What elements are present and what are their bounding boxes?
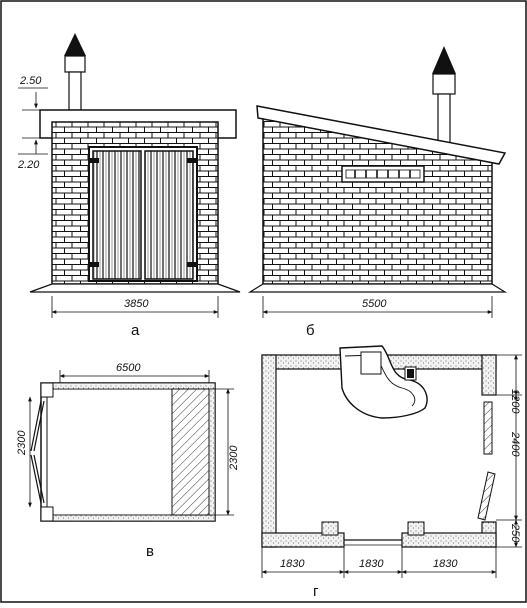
dim-right-2: 2400 <box>509 431 521 457</box>
gate-leaf-left <box>92 150 142 280</box>
wall-segment <box>261 354 277 548</box>
width-a-label: 3850 <box>124 298 149 310</box>
dim-bottom-3: 1830 <box>433 558 458 570</box>
ground-line <box>29 283 241 293</box>
sloped-roof <box>256 105 507 165</box>
window-right <box>483 401 493 455</box>
caption-g: г <box>313 583 319 600</box>
brick-wall-side <box>262 116 493 285</box>
level-upper-label: 2.50 <box>19 75 42 87</box>
chimney-flue-icon <box>407 369 414 378</box>
caption-v: в <box>146 543 154 560</box>
chimney-head <box>432 73 456 95</box>
view-a-front-elevation: 2.50 2.20 3850 а <box>17 33 241 339</box>
hinge-icon <box>89 158 99 163</box>
gate-leaf-right <box>144 150 194 280</box>
door-leaf-right <box>477 471 496 521</box>
chimney-cap <box>432 46 456 74</box>
gate-leaf-open <box>30 454 42 504</box>
hinge-icon <box>89 262 99 267</box>
chimney-head <box>64 55 86 73</box>
view-g-floor-plan: 1830 1830 1830 1200 2400 250 г <box>261 345 522 600</box>
dim-bottom-2: 1830 <box>359 558 384 570</box>
chimney-pipe <box>68 71 82 111</box>
caption-a: а <box>131 322 140 339</box>
dim-right-1: 1200 <box>509 389 521 414</box>
caption-b: б <box>306 322 315 339</box>
length-label: 6500 <box>116 362 141 374</box>
view-b-side-elevation: 5500 б <box>247 46 508 339</box>
view-v-plan: 6500 2300 2300 в <box>16 362 240 560</box>
width-b-label: 5500 <box>362 298 387 310</box>
gate-leaf-open <box>30 400 42 452</box>
dim-bottom-1: 1830 <box>280 558 305 570</box>
wall-segment <box>481 354 497 396</box>
chimney-pipe <box>437 93 451 147</box>
ground-line <box>247 283 508 293</box>
level-lower-label: 2.20 <box>17 159 40 171</box>
hinge-icon <box>187 262 197 267</box>
wall-segment <box>384 354 497 370</box>
chimney-cap <box>64 33 86 56</box>
hinge-icon <box>187 158 197 163</box>
hatched-zone <box>171 388 210 516</box>
depth-right-label: 2300 <box>228 445 240 471</box>
depth-left-label: 2300 <box>16 430 28 456</box>
dim-right-3: 250 <box>509 523 521 543</box>
